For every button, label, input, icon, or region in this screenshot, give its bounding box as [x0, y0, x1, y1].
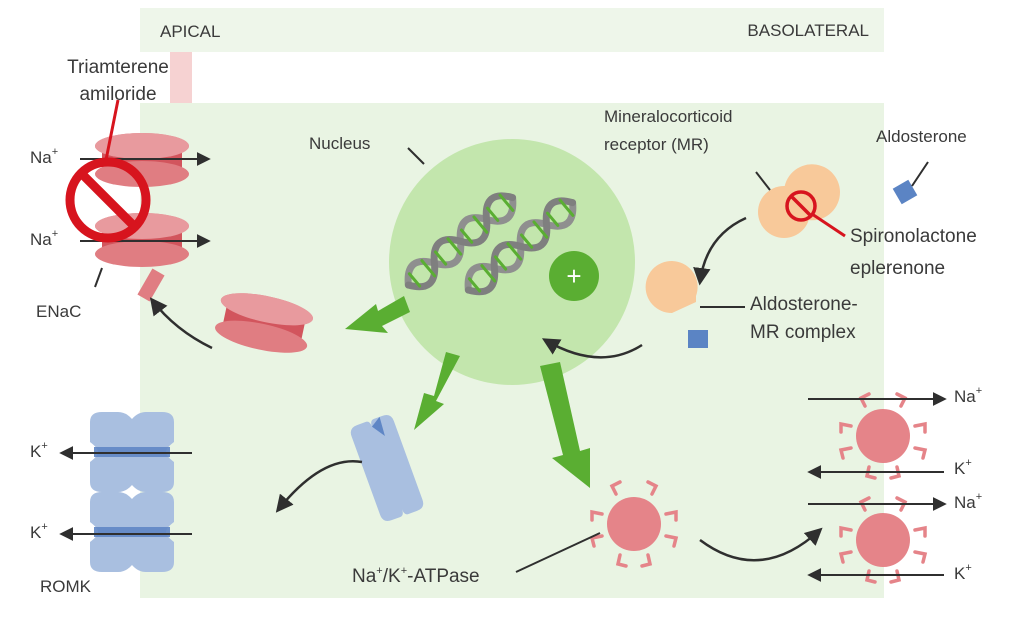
basolateral-label: BASOLATERAL: [747, 21, 869, 40]
transcription-plus-text: +: [566, 261, 581, 291]
nucleus-label: Nucleus: [309, 134, 370, 153]
aldosterone-label: Aldosterone: [876, 127, 967, 146]
green-arrows: [345, 296, 590, 488]
mr-binding-arrow: [693, 216, 747, 286]
k-in-label-bottom: K+: [954, 562, 972, 583]
enac-label: ENaC: [36, 302, 81, 321]
nucleus-pointer: [407, 147, 425, 165]
apical-label: APICAL: [160, 22, 220, 41]
drug-spironolactone: Spironolactone: [850, 226, 977, 247]
arrow-to-enac: [345, 296, 410, 333]
enac-inhibit-icon: [65, 157, 151, 243]
mr-label-line2: receptor (MR): [604, 135, 709, 154]
apical-membrane-marker: [170, 52, 192, 103]
drug-eplerenone: eplerenone: [850, 258, 945, 279]
na-label-top: Na+: [30, 146, 58, 167]
mr-pointer: [755, 171, 771, 191]
spironolactone-pointer: [811, 212, 846, 238]
atpase-pointer: [515, 532, 601, 573]
romk-new-channel: [350, 415, 424, 521]
spironolactone-inhibit-icon: [785, 190, 846, 238]
enac-insertion-arrow: [149, 297, 213, 350]
dna-icon: [404, 192, 577, 296]
complex-to-nucleus-arrow: [541, 338, 643, 359]
aldosterone-mr-complex: [645, 261, 698, 314]
k-label-top: K+: [30, 440, 48, 461]
na-label-bottom: Na+: [30, 228, 58, 249]
header-band: [140, 8, 884, 52]
mr-label-line1: Mineralocorticoid: [604, 107, 733, 126]
complex-label-line2: MR complex: [750, 322, 856, 343]
atpase-insertion-arrow: [699, 527, 823, 562]
na-out-label-bottom: Na+: [954, 491, 982, 512]
enac-tail: [137, 268, 165, 302]
drug-amiloride: amiloride: [79, 84, 156, 105]
romk-insertion-arrow: [275, 459, 363, 513]
triamterene-pointer: [104, 99, 120, 161]
aldosterone-molecule: [892, 179, 918, 205]
k-label-bottom: K+: [30, 521, 48, 542]
romk-label: ROMK: [40, 577, 92, 596]
arrow-to-atpase: [540, 362, 590, 488]
transcription-plus-icon: [549, 251, 599, 301]
enac-pointer: [94, 267, 103, 288]
drug-triamterene: Triamterene: [67, 57, 169, 78]
arrow-to-romk: [414, 352, 460, 430]
na-out-label-top: Na+: [954, 385, 982, 406]
k-in-label-top: K+: [954, 457, 972, 478]
mineralocorticoid-receptor-body: [758, 186, 810, 238]
atpase-label: Na+/K+-ATPase: [352, 565, 480, 587]
aldosterone-pointer: [911, 161, 929, 187]
romk-channel-bottom: [90, 492, 174, 572]
complex-aldosterone: [688, 330, 708, 348]
complex-label-line1: Aldosterone-: [750, 294, 858, 315]
